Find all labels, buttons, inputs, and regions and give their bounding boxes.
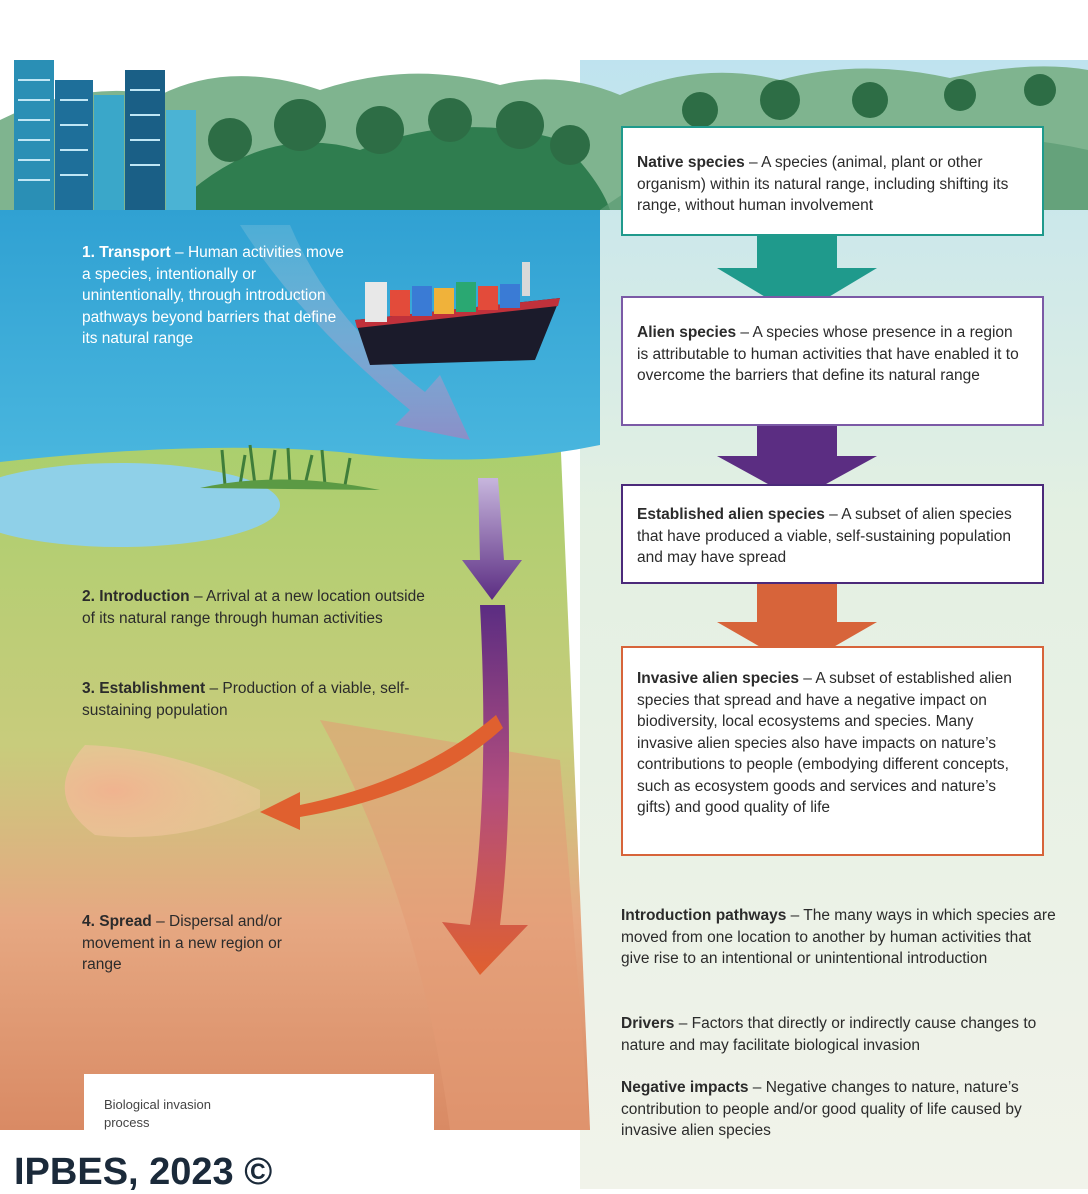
credit-watermark: IPBES, 2023 © bbox=[14, 1151, 273, 1193]
box-term: Native species bbox=[637, 154, 745, 171]
step-term: 1. Transport bbox=[82, 244, 171, 261]
definition-term: Introduction pathways bbox=[621, 907, 787, 924]
step-term: 2. Introduction bbox=[82, 588, 190, 605]
step-establishment: 3. Establishment – Production of a viabl… bbox=[82, 678, 432, 721]
box-term: Invasive alien species bbox=[637, 670, 799, 687]
definition-text: – The many ways in which species are mov… bbox=[621, 907, 1056, 967]
step-text: – Production of a viable, self-sustainin… bbox=[82, 680, 410, 719]
step-transport: 1. Transport – Human activities move a s… bbox=[82, 242, 344, 350]
box-native-species: Native species – A species (animal, plan… bbox=[621, 126, 1044, 236]
definition-drivers: Drivers – Factors that directly or indir… bbox=[621, 1013, 1071, 1056]
box-established-alien-species: Established alien species – A subset of … bbox=[621, 484, 1044, 584]
legend: Biological invasion process bbox=[84, 1074, 434, 1152]
step-term: 3. Establishment bbox=[82, 680, 206, 697]
step-text: – Dispersal and/or movement in a new reg… bbox=[82, 913, 282, 973]
definition-negative-impacts: Negative impacts – Negative changes to n… bbox=[621, 1077, 1051, 1142]
box-text: – A subset of established alien species … bbox=[637, 670, 1012, 816]
definition-text: – Negative changes to nature, nature’s c… bbox=[621, 1079, 1022, 1139]
step-term: 4. Spread bbox=[82, 913, 152, 930]
box-text: – A subset of alien species that have pr… bbox=[637, 506, 1012, 566]
legend-label: Biological invasion process bbox=[104, 1097, 211, 1130]
box-alien-species: Alien species – A species whose presence… bbox=[621, 296, 1044, 426]
box-text: – A species (animal, plant or other orga… bbox=[637, 154, 1009, 214]
definition-introduction-pathways: Introduction pathways – The many ways in… bbox=[621, 905, 1061, 970]
box-term: Alien species bbox=[637, 324, 737, 341]
step-introduction: 2. Introduction – Arrival at a new locat… bbox=[82, 586, 432, 629]
step-text: – Human activities move a species, inten… bbox=[82, 244, 344, 347]
step-spread: 4. Spread – Dispersal and/or movement in… bbox=[82, 911, 307, 976]
box-term: Established alien species bbox=[637, 506, 825, 523]
definition-term: Drivers bbox=[621, 1015, 675, 1032]
definition-term: Negative impacts bbox=[621, 1079, 749, 1096]
box-text: – A species whose presence in a region i… bbox=[637, 324, 1019, 384]
step-text: – Arrival at a new location outside of i… bbox=[82, 588, 425, 627]
box-invasive-alien-species: Invasive alien species – A subset of est… bbox=[621, 646, 1044, 856]
definition-text: – Factors that directly or indirectly ca… bbox=[621, 1015, 1037, 1054]
